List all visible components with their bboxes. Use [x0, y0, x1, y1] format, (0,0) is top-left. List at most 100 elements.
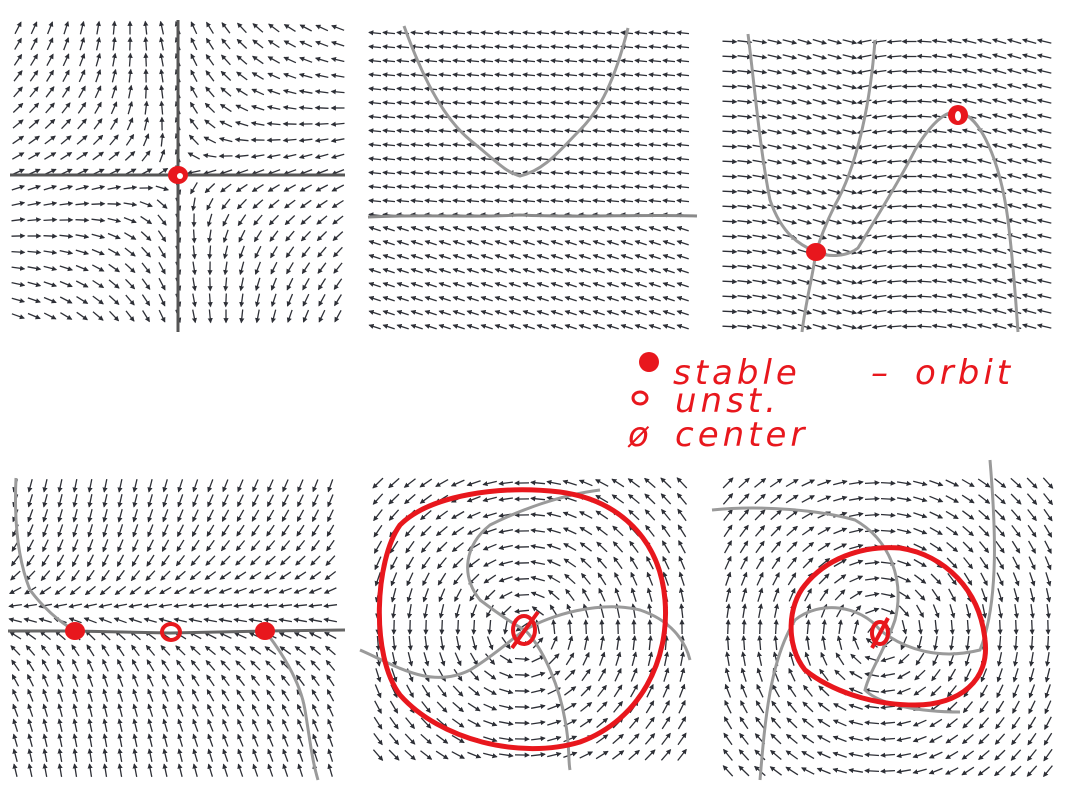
field-arrow	[192, 763, 198, 777]
field-arrow	[251, 509, 260, 522]
field-arrow	[897, 590, 911, 600]
field-arrow	[740, 556, 748, 570]
field-arrow	[741, 587, 748, 602]
field-arrow	[296, 703, 305, 717]
field-arrow	[466, 72, 480, 78]
field-arrow	[994, 478, 1007, 488]
field-arrow	[480, 100, 494, 106]
field-arrow	[1010, 749, 1022, 761]
field-arrow	[797, 188, 813, 195]
field-arrow	[564, 254, 577, 260]
field-arrow	[482, 480, 497, 487]
field-arrow	[827, 53, 843, 60]
field-arrow	[368, 44, 382, 50]
field-arrow	[311, 524, 320, 537]
field-arrow	[499, 752, 514, 758]
field-arrow	[315, 24, 329, 32]
field-arrow	[374, 572, 381, 587]
field-arrow	[812, 68, 828, 75]
field-arrow	[801, 718, 814, 728]
field-arrow	[550, 310, 563, 316]
field-arrow	[827, 113, 843, 120]
field-arrow	[994, 765, 1006, 777]
field-arrow	[206, 689, 215, 702]
field-arrow	[752, 189, 768, 195]
field-arrow	[880, 496, 896, 502]
field-arrow	[102, 763, 108, 778]
field-arrow	[1044, 668, 1051, 683]
field-arrow	[978, 717, 990, 729]
field-arrow	[102, 733, 108, 748]
field-arrow	[248, 617, 263, 623]
field-arrow	[737, 279, 753, 285]
field-arrow	[143, 52, 149, 67]
field-arrow	[849, 670, 863, 680]
field-arrow	[26, 539, 35, 553]
field-arrow	[802, 541, 815, 552]
field-arrow	[191, 229, 197, 244]
field-arrow	[896, 720, 911, 727]
field-arrow	[856, 219, 872, 225]
field-arrow	[1013, 603, 1019, 619]
field-arrow	[722, 189, 738, 195]
field-arrow	[391, 668, 398, 683]
field-arrow	[159, 36, 165, 51]
field-arrow	[207, 245, 213, 260]
field-arrow	[864, 768, 880, 774]
field-arrow	[634, 156, 648, 162]
field-arrow	[723, 716, 733, 730]
field-arrow	[740, 667, 747, 682]
field-arrow	[546, 511, 561, 518]
field-arrow	[102, 494, 108, 508]
field-arrow	[1012, 668, 1019, 683]
field-arrow	[117, 524, 124, 538]
field-arrow	[410, 268, 423, 274]
field-arrow	[508, 114, 522, 120]
field-arrow	[494, 170, 508, 176]
field-arrow	[189, 118, 199, 130]
field-arrow	[111, 20, 117, 35]
field-arrow	[375, 635, 381, 651]
field-arrow	[530, 591, 545, 599]
field-arrow	[848, 511, 864, 518]
field-arrow	[60, 152, 73, 160]
field-arrow	[677, 508, 687, 522]
field-arrow	[578, 30, 592, 36]
field-arrow	[676, 184, 690, 190]
field-arrow	[767, 84, 783, 90]
field-arrow	[848, 751, 864, 758]
field-arrow	[452, 114, 466, 120]
field-arrow	[871, 69, 887, 75]
field-arrow	[235, 555, 246, 566]
field-arrow	[634, 324, 647, 330]
field-arrow	[264, 646, 277, 655]
field-arrow	[424, 114, 438, 120]
field-arrow	[424, 254, 437, 260]
field-arrow	[123, 216, 137, 224]
field-arrow	[976, 68, 992, 75]
field-arrow	[451, 718, 465, 728]
field-arrow	[932, 635, 939, 651]
field-arrow	[438, 282, 451, 288]
field-arrow	[737, 249, 753, 255]
field-arrow	[1036, 83, 1052, 89]
field-arrow	[79, 36, 86, 51]
field-arrow	[782, 264, 798, 270]
field-arrow	[422, 603, 429, 619]
field-arrow	[396, 240, 409, 246]
field-arrow	[886, 294, 902, 300]
field-arrow	[124, 151, 136, 161]
field-arrow	[98, 617, 112, 624]
field-arrow	[833, 543, 848, 551]
field-arrow	[931, 308, 947, 314]
field-arrow	[597, 572, 607, 586]
field-arrow	[563, 543, 577, 551]
field-arrow	[72, 763, 78, 778]
field-arrow	[424, 72, 438, 78]
field-arrow	[962, 525, 974, 537]
field-arrow	[991, 263, 1007, 270]
field-arrow	[997, 619, 1003, 635]
field-arrow	[805, 635, 811, 650]
field-arrow	[406, 684, 414, 698]
field-arrow	[466, 198, 480, 204]
